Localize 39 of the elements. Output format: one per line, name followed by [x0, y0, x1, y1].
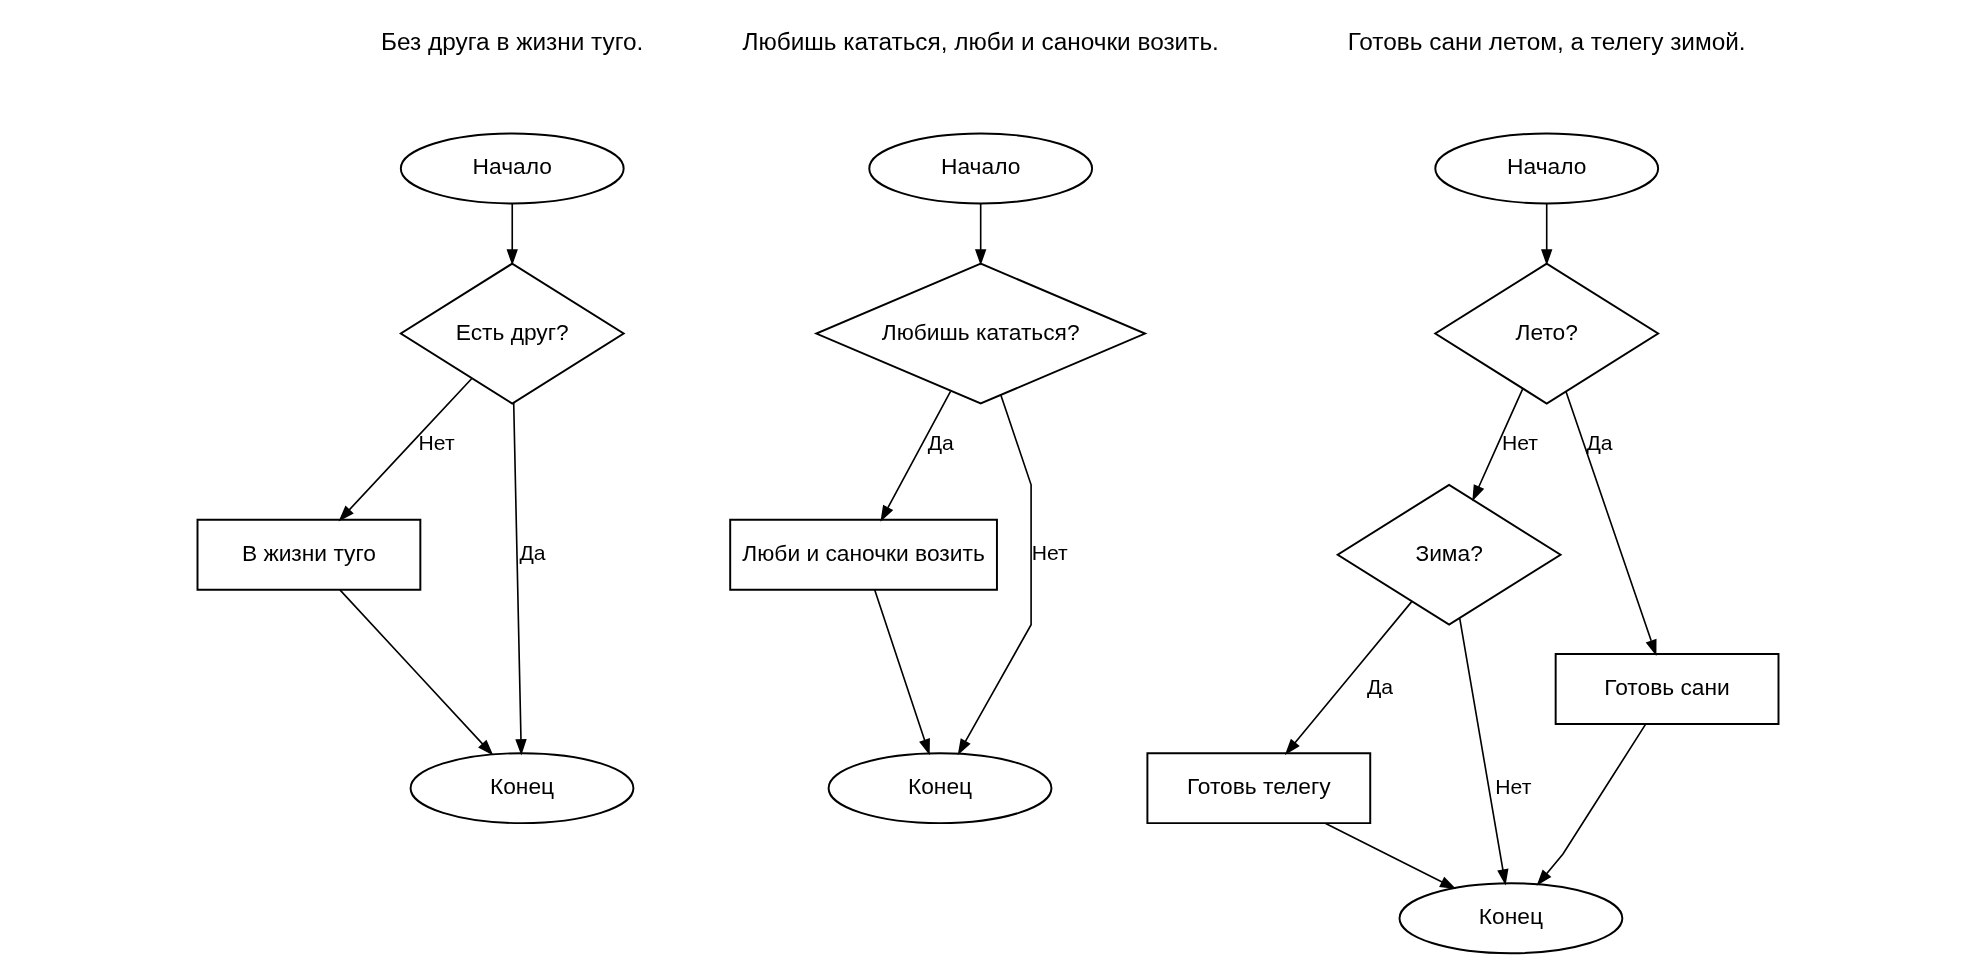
arrow	[1324, 822, 1457, 890]
arrow	[506, 202, 518, 266]
node-ellipse: Начало	[1434, 132, 1660, 205]
edge-label: Нет	[418, 430, 455, 454]
arrow	[1536, 723, 1647, 886]
arrow	[975, 202, 987, 266]
edge-label: Нет	[1501, 430, 1538, 454]
edge-label: Нет	[1031, 541, 1068, 565]
arrow	[957, 394, 1032, 756]
arrow	[1541, 202, 1553, 266]
edge-label: Нет	[1495, 774, 1532, 798]
node-ellipse: Конец	[1398, 882, 1624, 955]
node-diamond: Любишь кататься?	[813, 262, 1148, 405]
node-ellipse: Конец	[409, 752, 635, 825]
arrow	[339, 589, 494, 756]
edge-label: Да	[1366, 675, 1394, 699]
node-diamond: Есть друг?	[399, 262, 626, 405]
arrow	[873, 589, 930, 756]
label: Готовь сани летом, а телегу зимой.	[1347, 27, 1746, 55]
arrow	[1284, 601, 1413, 755]
arrow	[1458, 617, 1509, 886]
node-box: Готовь сани	[1554, 653, 1780, 725]
node-box: Люби и саночки возить	[729, 518, 998, 591]
node-ellipse: Начало	[399, 132, 625, 205]
edge-label: Да	[927, 430, 954, 454]
arrow	[880, 390, 952, 522]
node-box: В жизни туго	[196, 518, 422, 591]
node-diamond: Лето?	[1433, 262, 1660, 405]
label: Без друга в жизни туго.	[381, 27, 644, 55]
arrow	[1565, 390, 1657, 657]
edge-label: Да	[519, 541, 546, 565]
node-box: Готовь телегу	[1146, 752, 1372, 825]
arrow	[338, 377, 473, 522]
arrow	[512, 401, 527, 756]
label: Любишь кататься, люби и саночки возить.	[742, 27, 1219, 55]
node-ellipse: Начало	[868, 132, 1094, 205]
arrow	[1472, 388, 1524, 502]
edge-label: Да	[1586, 430, 1613, 454]
node-ellipse: Конец	[827, 752, 1053, 825]
